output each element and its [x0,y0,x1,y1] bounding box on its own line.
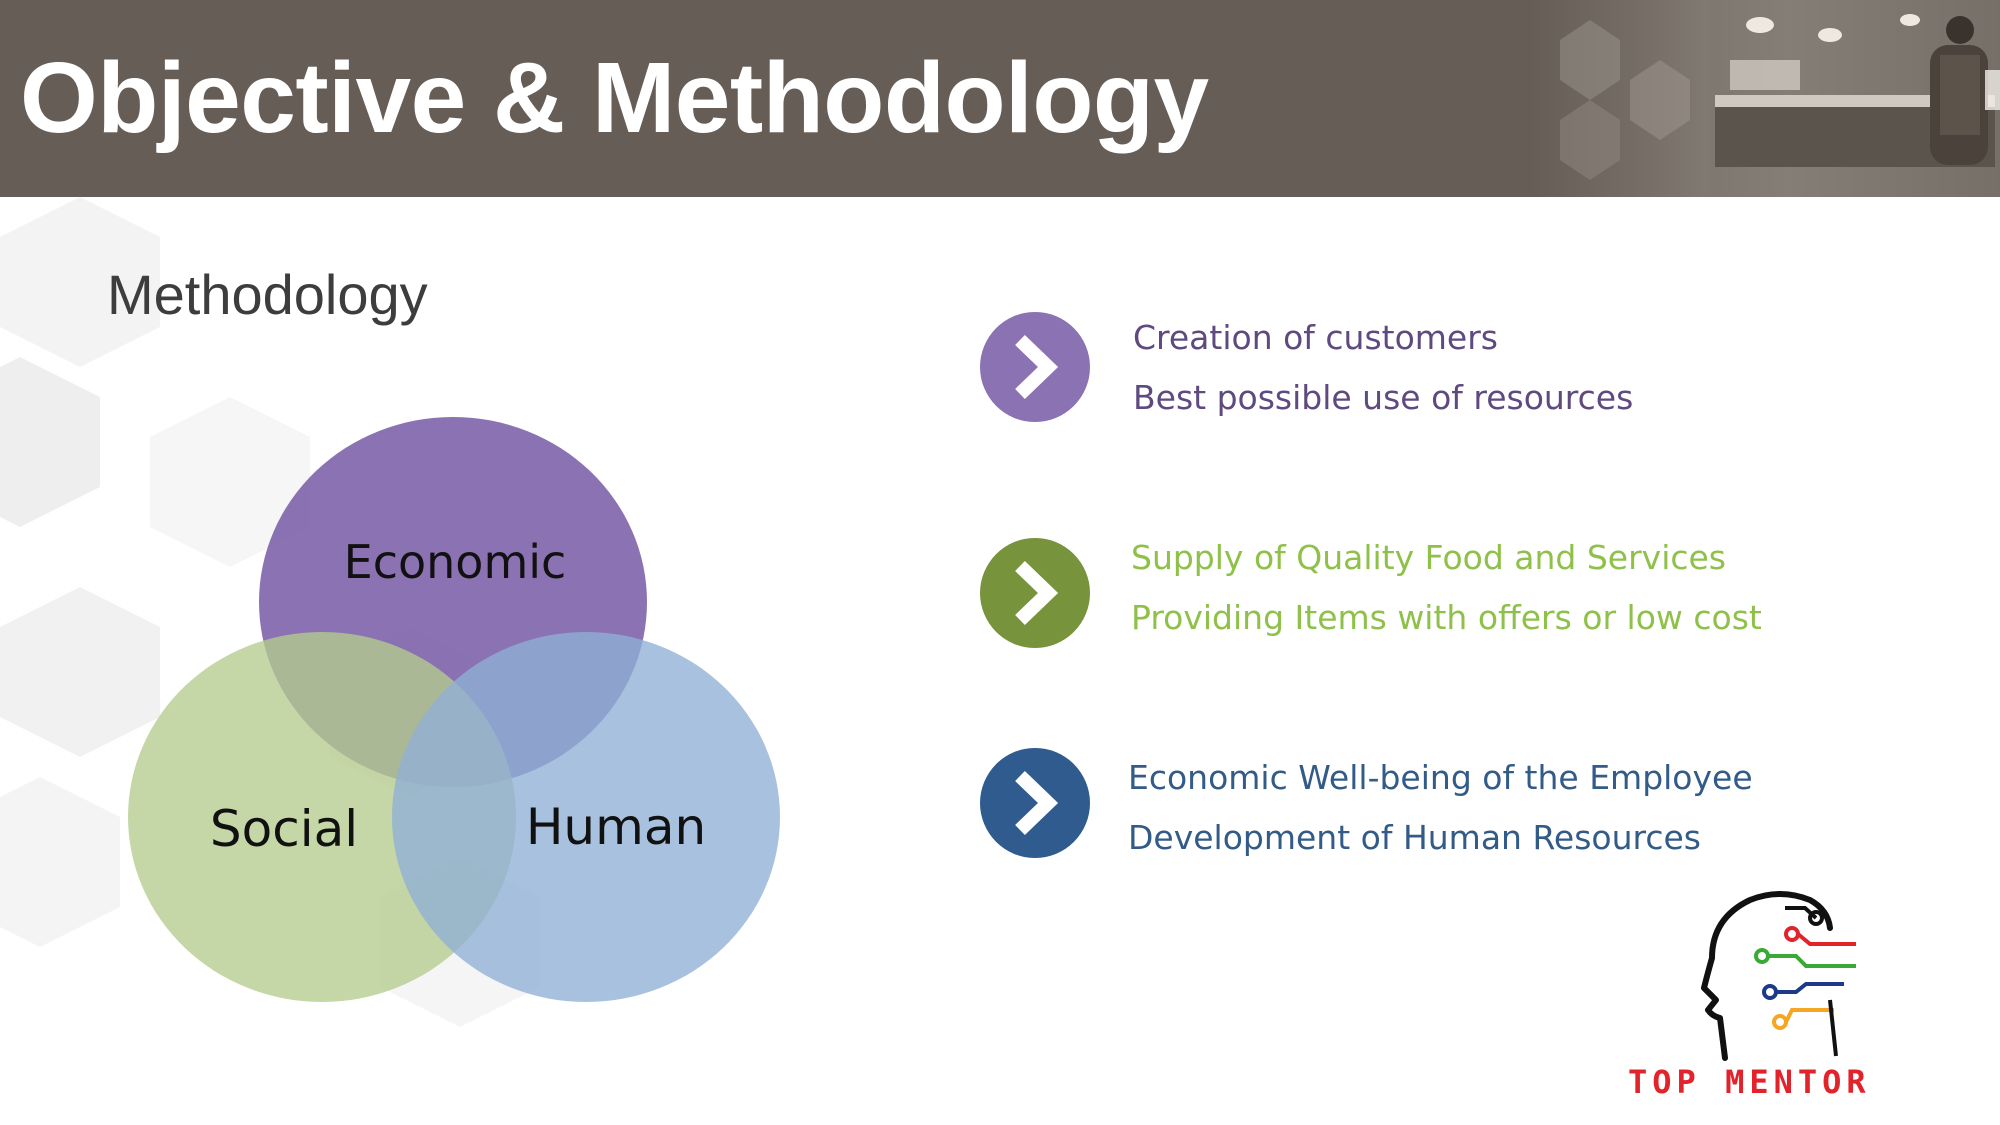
arrow-circle-blue [980,748,1090,858]
venn-label-social: Social [210,800,358,858]
point-customers: Creation of customers Best possible use … [980,312,1960,422]
page-title: Objective & Methodology [20,42,1209,154]
venn-label-human: Human [526,798,706,856]
point-line: Economic Well-being of the Employee [1128,758,1753,797]
section-heading: Methodology [107,263,428,326]
point-quality-food: Supply of Quality Food and Services Prov… [980,538,1960,648]
kitchen-photo-image [1560,0,2000,197]
logo-text: TOP MENTOR [1628,1063,1871,1101]
chevron-right-icon [1015,334,1059,400]
venn-circle-human [392,632,780,1002]
point-employee: Economic Well-being of the Employee Deve… [980,748,1960,858]
head-circuit-icon [1701,891,1856,1061]
arrow-circle-purple [980,312,1090,422]
chevron-right-icon [1015,560,1059,626]
point-line: Creation of customers [1133,318,1498,357]
header-photo [1530,0,2000,197]
venn-diagram: Economic Social Human [128,417,780,1002]
arrow-circle-green [980,538,1090,648]
chevron-right-icon [1015,770,1059,836]
venn-label-economic: Economic [344,535,567,589]
header-banner: Objective & Methodology [0,0,2000,197]
point-line: Providing Items with offers or low cost [1131,598,1762,637]
top-mentor-logo: TOP MENTOR [1620,888,1960,1101]
point-line: Development of Human Resources [1128,818,1701,857]
point-line: Supply of Quality Food and Services [1131,538,1726,577]
point-line: Best possible use of resources [1133,378,1634,417]
